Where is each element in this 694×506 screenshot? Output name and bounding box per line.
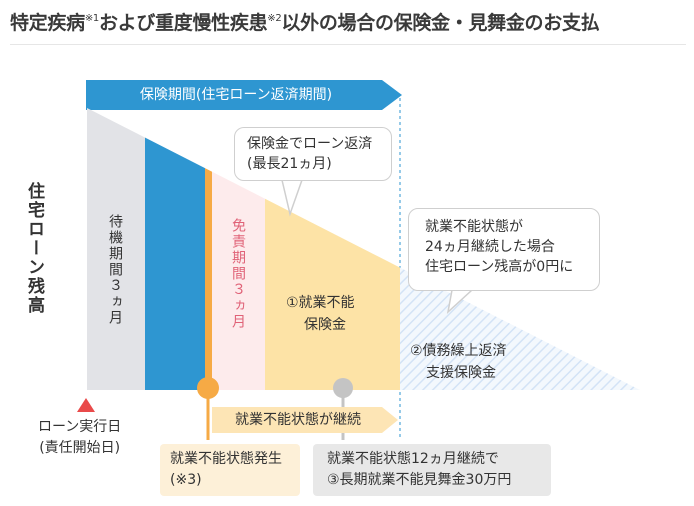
benefit2-label: ②債務繰上返済 支援保険金 [410, 340, 507, 384]
twelve-month-box: 就業不能状態12ヵ月継続で ③長期就業不能見舞金30万円 [313, 444, 551, 496]
benefit2-line1: ②債務繰上返済 [410, 343, 507, 359]
page-title: 特定疾病※1および重度慢性疾患※2以外の場合の保険金・見舞金のお支払 [10, 8, 686, 35]
title-divider [10, 44, 686, 45]
onset-box: 就業不能状態発生 (※3) [160, 444, 300, 496]
onset-box-line2: (※3) [170, 472, 202, 488]
benefit1-line2: 保険金 [304, 317, 346, 333]
benefit2-line2: 支援保険金 [426, 365, 496, 381]
exemption-period-label: 免責期間３ヵ月 [230, 218, 246, 330]
loan-start-marker [77, 398, 95, 412]
bubble-repay-line2: (最長21ヵ月) [247, 156, 332, 172]
continuing-arrow-label: 就業不能状態が継続 [235, 412, 361, 428]
bubble-zero-line2: 24ヵ月継続した場合 [425, 239, 555, 255]
onset-box-line1: 就業不能状態発生 [170, 451, 282, 467]
waiting-period-label: 待機期間３ヵ月 [107, 214, 123, 326]
bubble-zero-line1: 就業不能状態が [425, 219, 523, 235]
loan-start-label: ローン実行日 (責任開始日) [38, 417, 121, 459]
title-part-1: 特定疾病 [10, 12, 85, 34]
benefit1-line1: ①就業不能 [286, 295, 355, 311]
benefit1-label: ①就業不能 保険金 [286, 292, 355, 336]
y-axis-label: 住宅ローン残高 [24, 182, 44, 315]
twelve-month-box-line1: 就業不能状態12ヵ月継続で [327, 451, 499, 467]
title-part-2: および重度慢性疾患 [98, 12, 268, 34]
waiting-period-band [145, 108, 205, 390]
onset-dot [197, 377, 219, 399]
bubble-repay-line1: 保険金でローン返済 [247, 136, 373, 152]
bubble-repay: 保険金でローン返済 (最長21ヵ月) [234, 127, 392, 181]
twelve-month-box-line2: ③長期就業不能見舞金30万円 [327, 472, 512, 488]
onset-line-band [205, 108, 212, 390]
loan-start-line1: ローン実行日 [38, 419, 122, 435]
title-part-3: 以外の場合の保険金・見舞金のお支払 [281, 12, 600, 34]
twelve-month-dot [333, 378, 353, 398]
title-note-1: ※1 [84, 13, 99, 24]
insurance-period-arrow [86, 80, 402, 110]
initial-gray-band [87, 108, 145, 390]
bubble-repay-tail [281, 179, 304, 217]
bubble-zero-balance: 就業不能状態が 24ヵ月継続した場合 住宅ローン残高が0円に [408, 208, 600, 291]
bubble-zero-line3: 住宅ローン残高が0円に [425, 259, 574, 275]
loan-start-line2: (責任開始日) [39, 440, 121, 456]
insurance-period-label: 保険期間(住宅ローン返済期間) [139, 87, 333, 103]
title-note-2: ※2 [267, 13, 282, 24]
continuing-arrow [212, 407, 398, 433]
